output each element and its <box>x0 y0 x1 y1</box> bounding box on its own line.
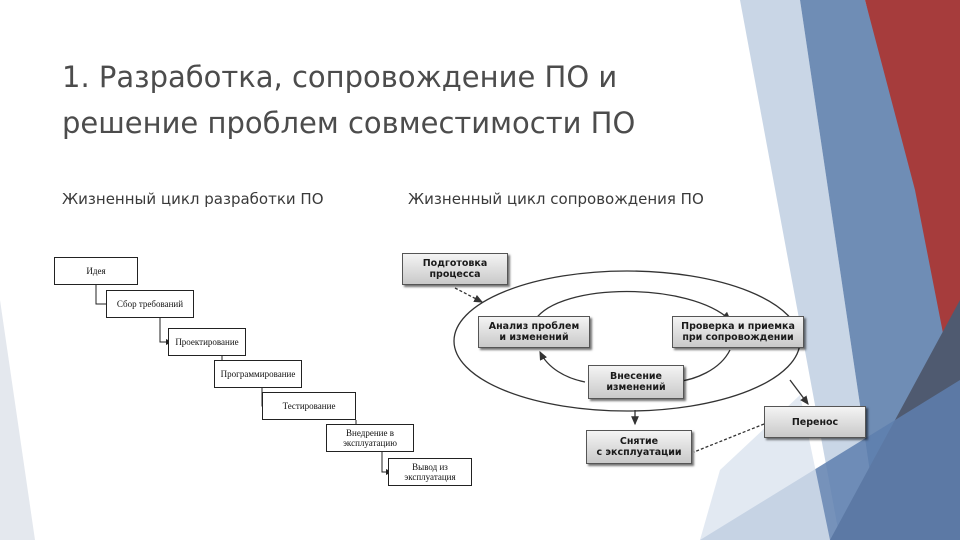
waterfall-step-testing: Тестирование <box>262 392 356 420</box>
maint-retirement-box: Снятие с эксплуатации <box>586 430 692 464</box>
waterfall-step-programming: Программирование <box>214 360 302 388</box>
subtitle-maintenance-lifecycle: Жизненный цикл сопровождения ПО <box>408 190 704 208</box>
inner-cycle-top-arc <box>534 290 731 321</box>
wf-connector-2 <box>159 318 168 343</box>
decor-red-band <box>865 0 960 420</box>
subtitle-development-lifecycle: Жизненный цикл разработки ПО <box>62 190 324 208</box>
wf-connector-1 <box>95 285 106 305</box>
waterfall-step-design: Проектирование <box>168 328 246 356</box>
migration-to-retirement-line <box>693 423 765 453</box>
waterfall-step-idea: Идея <box>54 257 138 285</box>
maint-migration-box: Перенос <box>764 406 866 438</box>
waterfall-step-retirement: Вывод из эксплуатация <box>388 458 472 486</box>
maint-preparation-box: Подготовка процесса <box>402 253 508 285</box>
slide-title: 1. Разработка, сопровождение ПО и решени… <box>62 60 636 140</box>
maint-review-box: Проверка и приемка при сопровождении <box>672 316 804 348</box>
decor-left-edge <box>0 300 35 540</box>
maint-implementation-box: Внесение изменений <box>588 365 684 399</box>
cycle-to-migration-arrow <box>789 379 809 406</box>
decor-light-blue-band <box>740 0 880 540</box>
prep-to-cycle-arrow <box>454 287 484 303</box>
waterfall-step-requirements: Сбор требований <box>106 290 194 318</box>
waterfall-step-deployment: Внедрение в эксплуатацию <box>326 424 414 452</box>
maint-analysis-box: Анализ проблем и изменений <box>478 316 590 348</box>
inner-cycle-left-arc <box>539 350 586 383</box>
